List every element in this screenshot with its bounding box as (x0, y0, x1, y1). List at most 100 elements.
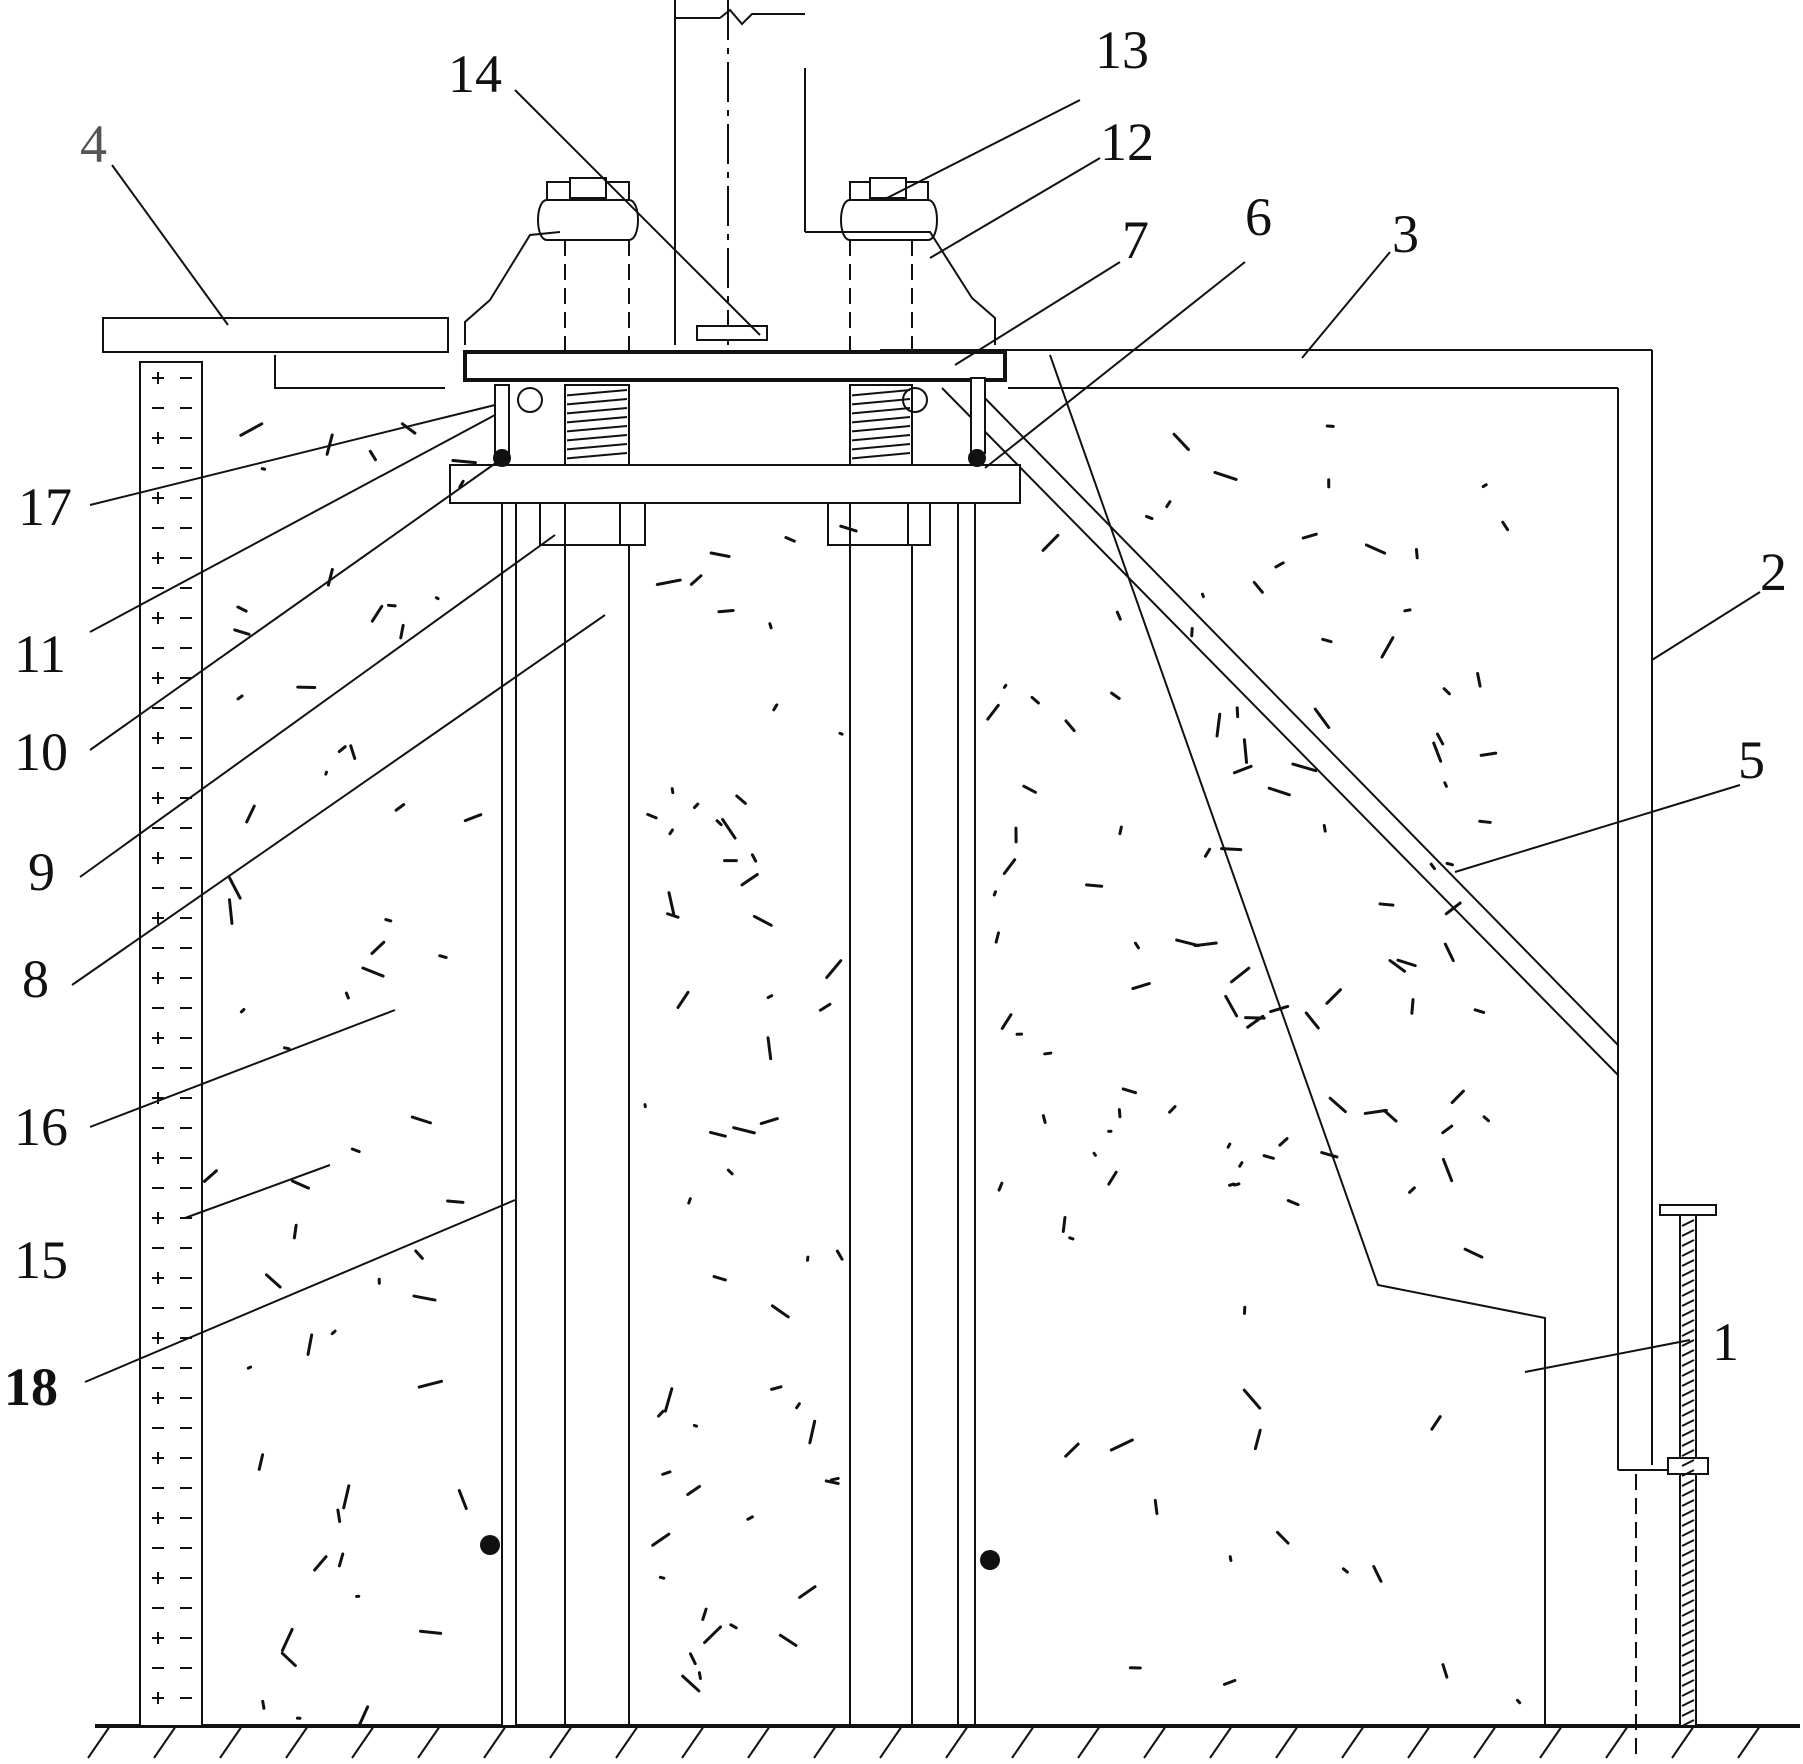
label-16: 16 (14, 1097, 68, 1157)
concrete-speck (999, 1183, 1002, 1190)
concrete-speck (315, 1557, 326, 1570)
concrete-speck (419, 1381, 441, 1387)
concrete-speck (1384, 1111, 1396, 1121)
label-5: 5 (1738, 730, 1765, 790)
concrete-speck (1410, 1188, 1415, 1193)
ground-hatch-mark (1012, 1726, 1034, 1758)
concrete-speck (826, 1481, 838, 1484)
concrete-speck (1503, 522, 1508, 529)
concrete-speck (1224, 1680, 1234, 1684)
ground-hatch-mark (616, 1726, 638, 1758)
concrete-speck (670, 830, 673, 834)
concrete-slope-boundary (1050, 355, 1545, 1726)
concrete-speck (294, 1225, 296, 1238)
concrete-speck (235, 630, 249, 634)
diagonal-brace-5 (942, 388, 1618, 1075)
concrete-speck (1045, 1053, 1051, 1054)
concrete-speck (672, 789, 673, 793)
concrete-speck (241, 1009, 244, 1011)
concrete-speck (1465, 1249, 1482, 1257)
concrete-speck (1231, 968, 1248, 982)
concrete-speck (657, 580, 680, 584)
concrete-speck (1032, 697, 1038, 703)
concrete-speck (1518, 1700, 1520, 1702)
ground-hatch-mark (1210, 1726, 1232, 1758)
concrete-speck (1327, 990, 1341, 1004)
concrete-speck (1043, 1116, 1045, 1123)
concrete-speck (723, 820, 735, 839)
concrete-speck (1412, 1000, 1413, 1014)
concrete-speck (800, 1587, 816, 1598)
side-panel-15 (140, 362, 202, 1726)
concrete-speck (229, 877, 240, 898)
concrete-speck (1087, 885, 1102, 886)
concrete-speck (440, 956, 446, 958)
concrete-speck (810, 1421, 815, 1443)
concrete-speck (1443, 1159, 1451, 1180)
concrete-speck (1434, 743, 1441, 761)
label-8: 8 (22, 949, 49, 1009)
ground-hatch-mark (1738, 1726, 1760, 1758)
concrete-speck (660, 1577, 663, 1578)
concrete-speck (1254, 582, 1262, 592)
concrete-speck (448, 1201, 463, 1202)
concrete-speck (683, 1676, 699, 1691)
concrete-speck (780, 1635, 796, 1645)
concrete-speck (1004, 685, 1005, 687)
concrete-speck (262, 469, 264, 470)
concrete-speck (1374, 1566, 1381, 1581)
concrete-speck (772, 1306, 788, 1317)
concrete-speck (1380, 904, 1393, 905)
concrete-speck (1024, 786, 1036, 792)
concrete-speck (1481, 753, 1496, 755)
leader-lines (72, 90, 1760, 1382)
concrete-speck (761, 1119, 777, 1124)
concrete-speck (1437, 734, 1442, 744)
concrete-speck (731, 1625, 736, 1628)
concrete-speck (699, 1673, 700, 1679)
concrete-speck (988, 705, 999, 719)
concrete-speck (308, 1335, 312, 1355)
ground-hatch-mark (220, 1726, 242, 1758)
concrete-speck (688, 1486, 700, 1494)
label-2: 2 (1760, 542, 1787, 602)
label-17: 17 (18, 477, 72, 537)
concrete-speck (1244, 1390, 1260, 1408)
concrete-speck (1443, 1665, 1447, 1677)
concrete-speck (820, 1004, 830, 1010)
label-4: 4 (80, 114, 107, 174)
concrete-speck (1443, 1126, 1452, 1133)
concrete-speck (1277, 1532, 1288, 1543)
ground-hatch-mark (814, 1726, 836, 1758)
label-6: 6 (1245, 187, 1272, 247)
concrete-speck (363, 968, 383, 976)
concrete-speck (1288, 1201, 1298, 1205)
ground-hatch-mark (154, 1726, 176, 1758)
steel-plate-7 (465, 352, 1005, 380)
label-1: 1 (1712, 1312, 1739, 1372)
concrete-speck (359, 1707, 367, 1725)
ground-hatch-mark (418, 1726, 440, 1758)
concrete-speck (266, 1275, 280, 1287)
concrete-speck (229, 900, 231, 924)
concrete-speck (1123, 1089, 1135, 1093)
steel-column (675, 0, 805, 345)
label-15: 15 (14, 1230, 68, 1290)
concrete-speck (1244, 740, 1246, 763)
concrete-speck (1475, 1010, 1484, 1013)
concrete-speck (691, 576, 701, 585)
concrete-speck (770, 624, 771, 628)
concrete-speck (1133, 984, 1149, 989)
ground-hatch-mark (88, 1726, 110, 1758)
concrete-speck (1002, 1015, 1011, 1029)
concrete-speck (705, 1627, 721, 1643)
concrete-speck (1155, 1500, 1157, 1513)
concrete-speck (1480, 821, 1490, 822)
concrete-speck (1445, 944, 1453, 960)
concrete-speck (1343, 1569, 1347, 1572)
concrete-speck (754, 916, 771, 925)
ground-hatch-mark (352, 1726, 374, 1758)
casing-pipe-18 (502, 503, 975, 1726)
concrete-speck (292, 1181, 308, 1188)
concrete-speck (840, 733, 842, 734)
